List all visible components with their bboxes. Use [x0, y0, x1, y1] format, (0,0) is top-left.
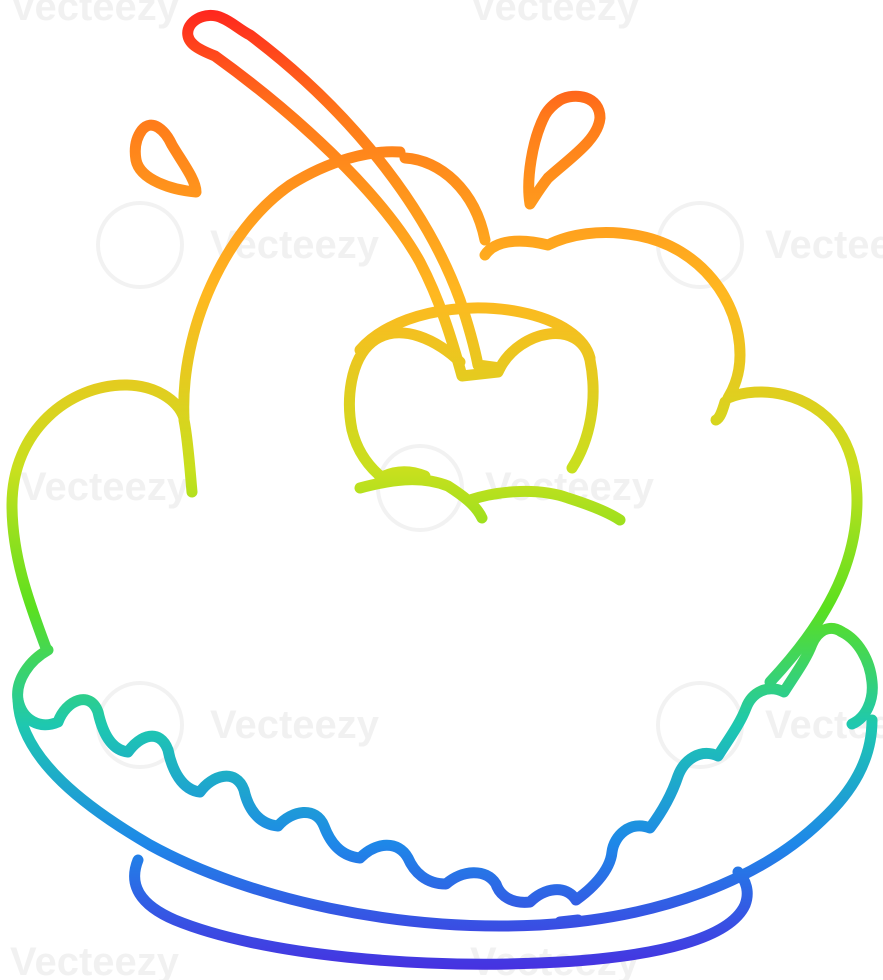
cherry-stem [182, 9, 506, 382]
watermark-text: Vecteezy [10, 0, 180, 29]
watermark-text: Vecteezy [10, 940, 180, 980]
cherry-cream-base [354, 466, 626, 526]
watermark-text: Vecteezy [20, 465, 190, 509]
plate-highlight [554, 914, 584, 928]
watermark-logo-icon [96, 201, 184, 289]
watermark-text: Vecteezy [470, 0, 640, 29]
watermark-text: Vecteezy [765, 223, 883, 267]
juice-drop-right [523, 90, 606, 210]
bowl-scalloped-rim [12, 623, 878, 908]
cream-crease-right [710, 396, 731, 426]
cherry-top-rim [354, 302, 596, 364]
cream-crease-left [178, 414, 198, 498]
watermark-text: Vecteezy [210, 703, 380, 747]
bowl-body [12, 694, 878, 932]
juice-drop-left [129, 119, 202, 198]
whipped-cream-outline [6, 146, 863, 688]
plate-base [129, 854, 753, 970]
